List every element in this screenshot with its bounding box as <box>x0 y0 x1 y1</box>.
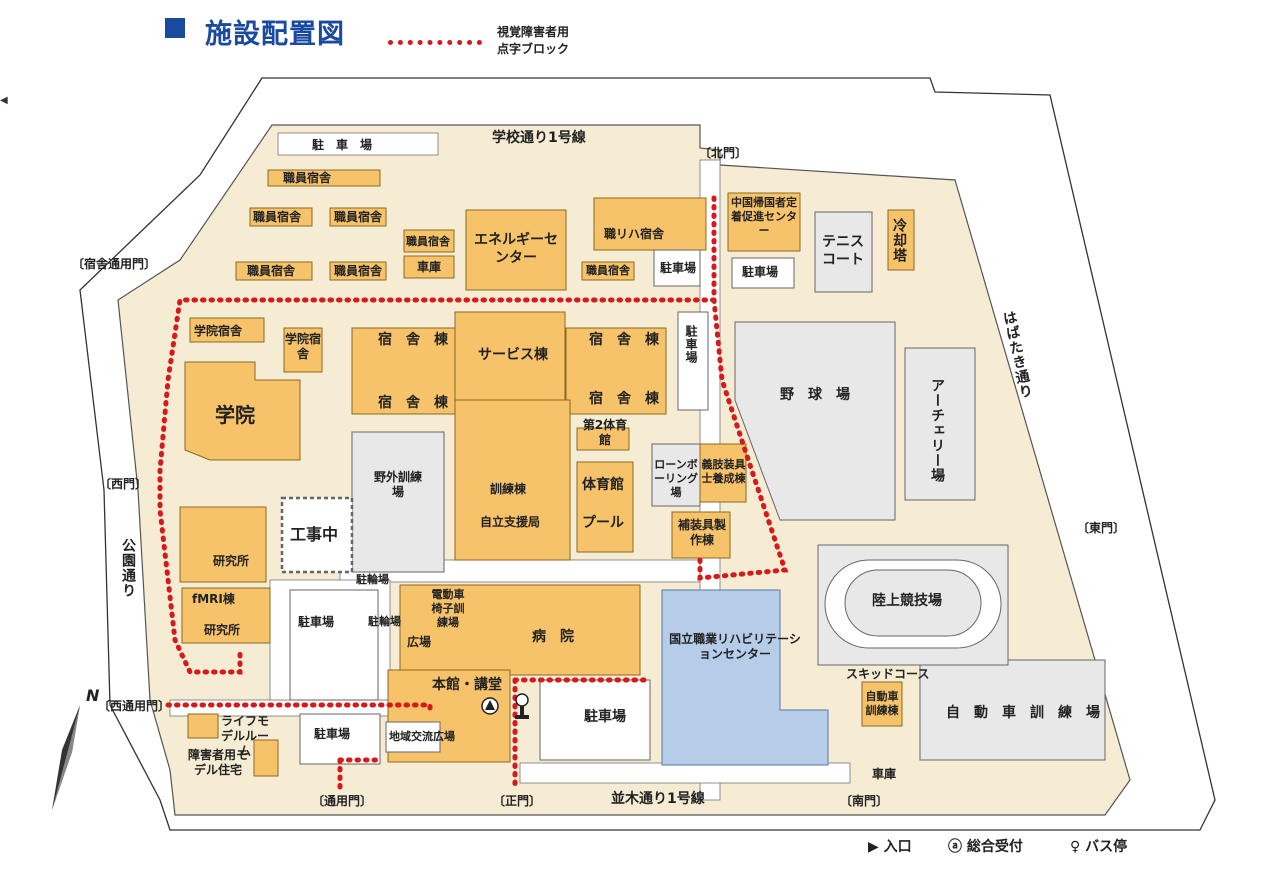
pool: プール <box>582 515 624 531</box>
skid-course: スキッドコース <box>846 667 930 681</box>
gate-east: 〔東門〕 <box>1077 521 1126 535</box>
gate-main: 〔正門〕 <box>493 794 542 808</box>
gate-passage: 〔通用門〕 <box>312 794 373 808</box>
school-dorm-2: 学院宿舎 <box>284 332 321 361</box>
white-areas <box>280 249 795 765</box>
staff-dorm-1: 職員宿舎 <box>283 171 332 185</box>
legend-line2: 点字ブロック <box>497 42 570 56</box>
plaza: 広場 <box>407 635 432 649</box>
legend-reception: ⓐ 総合受付 <box>948 836 1023 856</box>
research-1: 研究所 <box>213 554 250 568</box>
staff-dorm-3: 職員宿舎 <box>334 210 383 224</box>
dorm-b-bottom: 宿 舎 棟 <box>589 391 659 407</box>
gate-south: 〔南門〕 <box>840 794 889 808</box>
gate-west-passage: 〔西通用門〕 <box>98 699 171 713</box>
braille-block-lines <box>157 195 789 793</box>
main-hall: 本館・講堂 <box>432 677 502 693</box>
reception-icon <box>481 697 499 715</box>
school-dorm: 学院宿舎 <box>194 324 243 338</box>
fmri-building: fMRI棟 <box>192 592 235 606</box>
page-title: 施設配置図 <box>205 19 345 50</box>
rehab-dorm: 職リハ宿舎 <box>604 227 665 241</box>
gate-west: 〔西門〕 <box>99 477 148 491</box>
bike-parking-top: 駐輪場 <box>356 573 389 586</box>
gate-dorm-passage: 〔宿舎通用門〕 <box>72 257 157 271</box>
road-gakko: 学校通り1号線 <box>492 130 586 146</box>
title-square-icon <box>165 18 185 38</box>
legend-reception-label: 総合受付 <box>966 839 1023 855</box>
legend-label: 視覚障害者用 点字ブロック <box>497 24 569 58</box>
parking-vertical: 駐車場 <box>684 325 698 364</box>
road-koen: 公園通り <box>120 538 136 598</box>
community-plaza: 地域交流広場 <box>389 730 455 743</box>
legend-bus: ♀ バス停 <box>1070 836 1127 856</box>
life-model-room: ライフモデルルーム <box>220 714 269 758</box>
athletics-field-label: 陸上競技場 <box>872 593 942 609</box>
dorm-a-bottom: 宿 舎 棟 <box>378 395 448 411</box>
legend-bus-label: バス停 <box>1085 839 1128 855</box>
model-house: 障害者用モデル住宅 <box>187 748 248 777</box>
rehab-center: 国立職業リハビリテーションセンター <box>669 632 801 661</box>
tennis-court: テニスコート <box>822 234 864 268</box>
dorm-b-top: 宿 舎 棟 <box>589 332 659 348</box>
energy-center: エネルギーセンター <box>474 232 558 266</box>
hospital: 病 院 <box>532 629 574 645</box>
staff-dorm-small: 職員宿舎 <box>586 264 630 277</box>
bus-legend-icon: ♀ <box>1070 839 1081 855</box>
staff-dorm-6: 職員宿舎 <box>406 235 450 248</box>
athletics-field <box>817 544 1009 666</box>
staff-dorm-5: 職員宿舎 <box>334 264 383 278</box>
wheelchair-field: 電動車椅子訓練場 <box>431 588 465 629</box>
left-arrow-icon: ◀ <box>0 95 8 106</box>
outdoor-training: 野外訓練場 <box>373 470 422 499</box>
archery-field: アーチェリー場 <box>929 378 945 483</box>
staff-dorm-4: 職員宿舎 <box>247 264 296 278</box>
north-arrow-icon <box>52 705 80 810</box>
parking-south: 駐車場 <box>584 709 626 725</box>
bus-stop-icon <box>515 693 529 719</box>
gate-north: 〔北門〕 <box>699 146 748 160</box>
legend-line1: 視覚障害者用 <box>497 25 570 39</box>
dorm-a-top: 宿 舎 棟 <box>378 332 448 348</box>
gym: 体育館 <box>582 477 624 493</box>
service-building: サービス棟 <box>478 347 548 363</box>
north-label: N <box>86 686 100 705</box>
staff-dorm-2: 職員宿舎 <box>253 210 302 224</box>
research-2: 研究所 <box>204 623 241 637</box>
gray-areas <box>351 211 1106 761</box>
parking-center: 駐車場 <box>298 615 335 629</box>
construction: 工事中 <box>290 525 339 544</box>
road-namiki: 並木通り1号線 <box>611 791 705 807</box>
parking-mid: 駐車場 <box>660 261 697 275</box>
car-training-field: 自 動 車 訓 練 場 <box>946 705 1100 721</box>
china-center: 中国帰国者定着促進センター <box>731 196 797 237</box>
gym-2: 第2体育館 <box>582 418 628 447</box>
baseball-field: 野 球 場 <box>780 387 850 403</box>
car-training-building: 自動車訓練棟 <box>865 690 899 717</box>
support-bureau: 自立支援局 <box>480 515 541 529</box>
training-building: 訓練棟 <box>490 482 527 496</box>
rehab-center-building <box>661 589 829 766</box>
garage-2: 車庫 <box>872 767 897 781</box>
legend-entrance: ▶ 入口 <box>868 836 912 856</box>
legend-entrance-label: 入口 <box>883 839 912 855</box>
bowling: ローンボーリング場 <box>654 458 698 499</box>
legend-dotted-line <box>388 40 482 45</box>
entrance-icon: ▶ <box>868 839 879 855</box>
parking-southwest: 駐車場 <box>314 727 351 741</box>
parking-top: 駐 車 場 <box>312 138 373 152</box>
buildings-orange <box>179 169 915 777</box>
bike-parking: 駐輪場 <box>368 615 401 628</box>
parking-china-center: 駐車場 <box>742 265 779 279</box>
garage-1: 車庫 <box>417 260 442 274</box>
reception-legend-icon: ⓐ <box>948 839 962 855</box>
prosthetic-building: 補装具製作棟 <box>677 518 726 547</box>
cooling-tower: 冷却塔 <box>891 218 907 263</box>
prosthetic-training: 義肢装具士養成棟 <box>701 458 746 485</box>
school: 学院 <box>215 403 255 427</box>
